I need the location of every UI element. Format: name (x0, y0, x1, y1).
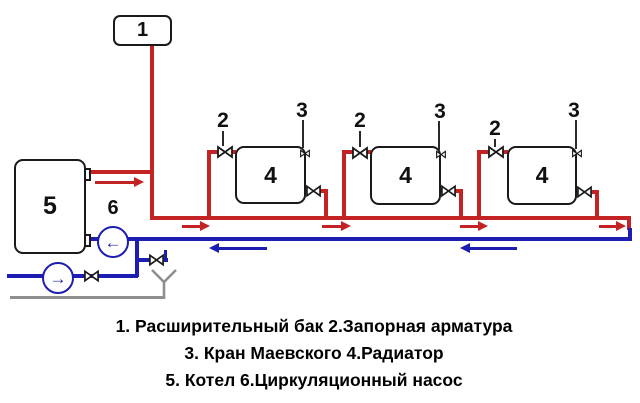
drain-branch-pipe (137, 258, 150, 262)
callout-air-vent-1: 3 (296, 99, 308, 122)
expansion-tank-riser-pipe (150, 42, 154, 220)
legend-line-1: 1. Расширительный бак 2.Запорная арматур… (115, 316, 513, 336)
expansion-tank: 1 (113, 15, 172, 46)
expansion-tank-label: 1 (136, 19, 149, 41)
legend-line-2: 3. Кран Маевского 4.Радиатор (184, 343, 444, 363)
radiator3-valve-stub-pipe (501, 150, 508, 154)
radiator-1-label: 4 (264, 161, 277, 188)
callout-air-vent-2: 3 (434, 100, 446, 123)
radiator1-drop-pipe (324, 189, 328, 220)
radiator-3-label: 4 (535, 162, 549, 188)
callout-leader (494, 139, 496, 147)
pump-left-arrow-icon: ← (104, 232, 122, 252)
boiler-supply-pipe (87, 170, 152, 174)
supply-flow-arrow (322, 221, 351, 231)
drain-outlet-up-pipe (164, 250, 167, 260)
callout-pump: 6 (107, 197, 119, 219)
return-flow-arrow (460, 243, 517, 253)
radiator2-outlet-stub2-pipe (454, 189, 463, 193)
supply-flow-arrow (460, 221, 488, 231)
mayevsky-valve-2-icon (436, 150, 446, 159)
shutoff-valve-2-icon (352, 146, 368, 160)
radiator1-valve-stub-pipe (230, 150, 236, 154)
callout-shutoff-valve-2: 2 (354, 109, 366, 132)
shutoff-valve-3-icon (488, 145, 504, 159)
supply-main-pipe (150, 216, 631, 220)
shutoff-valve-1-icon (217, 145, 233, 159)
radiator2-riser-pipe (342, 150, 346, 220)
mayevsky-valve-3-icon (572, 149, 582, 158)
return-end-rise-pipe (628, 228, 632, 239)
boiler: 5 (14, 159, 86, 254)
radiator2-drop-pipe (459, 189, 463, 220)
supply-flow-arrow (182, 221, 210, 231)
return-main-pipe (86, 237, 632, 241)
callout-leader (575, 120, 577, 149)
radiator3-riser-pipe (477, 150, 481, 220)
circulation-pump: ← (97, 226, 129, 258)
makeup-pump: → (42, 262, 74, 294)
pump-right-arrow-icon: → (49, 268, 67, 288)
sewer-line-pipe (10, 296, 165, 299)
supply-end-drop-pipe (627, 216, 631, 230)
radiator3-drop-pipe (595, 190, 599, 220)
drain-funnel (151, 269, 177, 299)
legend-line-3: 5. Котел 6.Циркуляционный насос (165, 370, 463, 390)
radiator1-riser-pipe (207, 150, 211, 220)
radiator-1: 4 (235, 146, 306, 204)
drain-valve-icon (149, 253, 164, 267)
callout-shutoff-valve-3: 2 (489, 117, 501, 140)
radiator-2: 4 (370, 146, 441, 205)
callout-leader (222, 131, 224, 146)
radiator3-outlet-stub2-pipe (590, 190, 599, 194)
callout-leader (302, 120, 304, 148)
supply-flow-arrow (599, 221, 626, 231)
radiator-3: 4 (507, 146, 577, 205)
radiator1-outlet-valve-icon (306, 184, 321, 198)
callout-shutoff-valve-1: 2 (217, 109, 229, 132)
radiator2-valve-stub-pipe (365, 150, 371, 154)
radiator-2-label: 4 (399, 162, 412, 188)
radiator2-riser-top-pipe (342, 150, 354, 154)
callout-leader (359, 131, 361, 147)
return-flow-arrow (209, 243, 267, 253)
mayevsky-valve-1-icon (300, 149, 310, 158)
boiler-label: 5 (43, 192, 57, 220)
radiator2-outlet-valve-icon (441, 184, 456, 198)
legend-caption: 1. Расширительный бак 2.Запорная арматур… (0, 317, 628, 398)
supply-flow-arrow (95, 177, 144, 187)
radiator1-riser-top-pipe (207, 150, 219, 154)
radiator3-outlet-valve-icon (577, 185, 592, 199)
makeup-line-valve-icon (84, 269, 99, 283)
drain-outlet-stub-pipe (161, 258, 168, 262)
callout-air-vent-3: 3 (568, 99, 580, 122)
radiator3-riser-top-pipe (477, 150, 490, 154)
radiator1-outlet-stub2-pipe (319, 189, 328, 193)
callout-leader (438, 121, 440, 150)
